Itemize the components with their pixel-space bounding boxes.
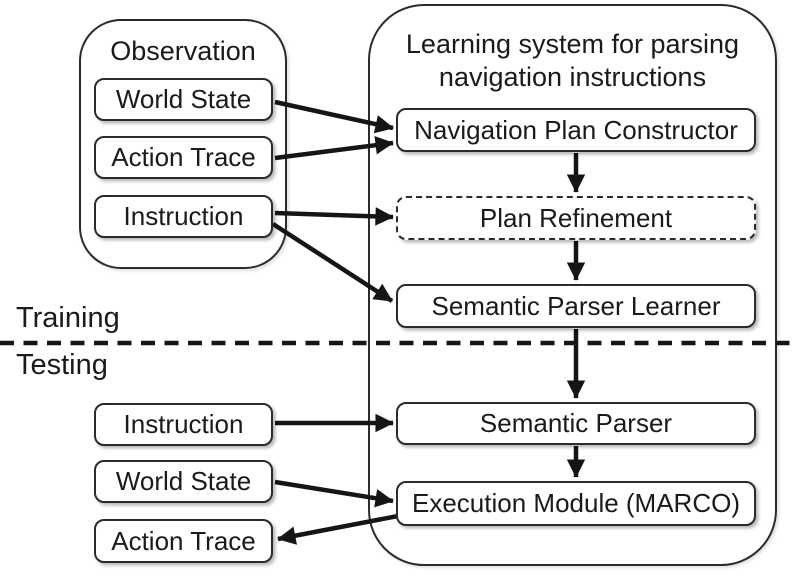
training-section-label: Training bbox=[16, 302, 120, 334]
box-observation-instruction: Instruction bbox=[94, 195, 273, 238]
box-semantic-parser: Semantic Parser bbox=[396, 402, 756, 445]
box-testing-instruction: Instruction bbox=[94, 403, 273, 446]
arrow-actiontrace-to-plan-constructor bbox=[274, 136, 394, 161]
learning-system-title: Learning system for parsing navigation i… bbox=[368, 28, 777, 94]
arrow-worldstate-to-plan-constructor bbox=[274, 99, 394, 134]
box-semantic-parser-learner: Semantic Parser Learner bbox=[396, 284, 756, 328]
learning-system-title-line1: Learning system for parsing bbox=[405, 29, 740, 59]
box-testing-action-trace: Action Trace bbox=[94, 519, 273, 563]
learning-system-title-line2: navigation instructions bbox=[438, 62, 707, 92]
arrow-instruction-to-plan-refinement bbox=[274, 207, 394, 226]
observation-group-container bbox=[79, 19, 287, 269]
observation-group-title: Observation bbox=[110, 36, 256, 66]
box-navigation-plan-constructor: Navigation Plan Constructor bbox=[396, 108, 756, 152]
arrow-instruction-to-parser-learner bbox=[271, 222, 394, 303]
arrow-test-worldstate-to-execution-module bbox=[274, 479, 394, 508]
box-observation-world-state: World State bbox=[94, 78, 273, 121]
box-plan-refinement: Plan Refinement bbox=[396, 196, 756, 240]
testing-section-label: Testing bbox=[16, 349, 108, 381]
box-testing-world-state: World State bbox=[94, 460, 273, 503]
box-observation-action-trace: Action Trace bbox=[94, 136, 273, 179]
arrow-execution-module-to-test-actiontrace bbox=[277, 513, 399, 545]
box-execution-module: Execution Module (MARCO) bbox=[396, 481, 756, 526]
